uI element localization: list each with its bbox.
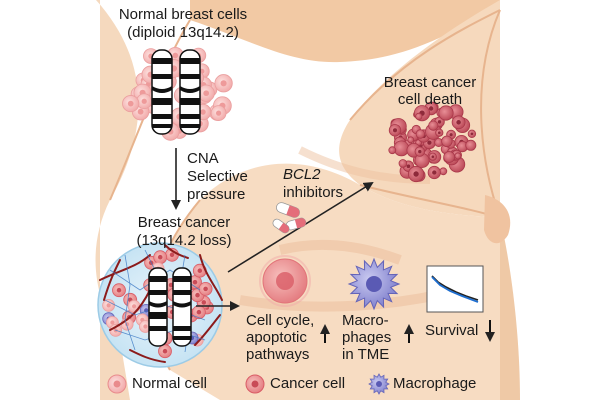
cell-death-cluster <box>388 101 477 183</box>
normal-cells-title: Normal breast cells <box>118 6 248 23</box>
process-selective-label: Selective <box>187 168 248 185</box>
survival-label: Survival <box>425 322 479 339</box>
drug-inhibitors-label: inhibitors <box>283 184 344 201</box>
macrophages-line3-label: in TME <box>342 346 390 363</box>
process-cna-label: CNA <box>187 150 219 167</box>
legend-cancer-cell-label: Cancer cell <box>270 375 346 392</box>
breast-cancer-title: Breast cancer <box>137 214 231 231</box>
legend-normal-cell-label: Normal cell <box>132 375 208 392</box>
macrophages-line2-label: phages <box>342 329 392 346</box>
cell-death-subtitle: cell death <box>397 91 463 108</box>
normal-cells-subtitle: (diploid 13q14.2) <box>127 24 239 41</box>
apoptotic-label: apoptotic <box>246 329 307 346</box>
chromosome-pair-normal <box>151 49 201 135</box>
legend-normal-cell-icon <box>107 374 127 394</box>
survival-curve-icon <box>426 265 484 313</box>
drug-gene-label: BCL2 <box>283 166 321 183</box>
cell-death-title: Breast cancer <box>383 74 477 91</box>
pathways-label: pathways <box>246 346 310 363</box>
breast-cancer-subtitle: (13q14.2 loss) <box>136 232 232 249</box>
macrophage-icon <box>347 257 401 311</box>
legend-macrophage-label: Macrophage <box>393 375 477 392</box>
legend-macrophage-icon <box>368 373 390 395</box>
process-pressure-label: pressure <box>187 186 246 203</box>
macrophages-line1-label: Macro- <box>342 312 389 329</box>
pill-icon <box>272 202 307 234</box>
chromosome-pair-cancer <box>148 267 192 347</box>
cancer-cell-icon <box>259 255 311 307</box>
cell-cycle-label: Cell cycle, <box>246 312 315 329</box>
legend-cancer-cell-icon <box>245 374 265 394</box>
